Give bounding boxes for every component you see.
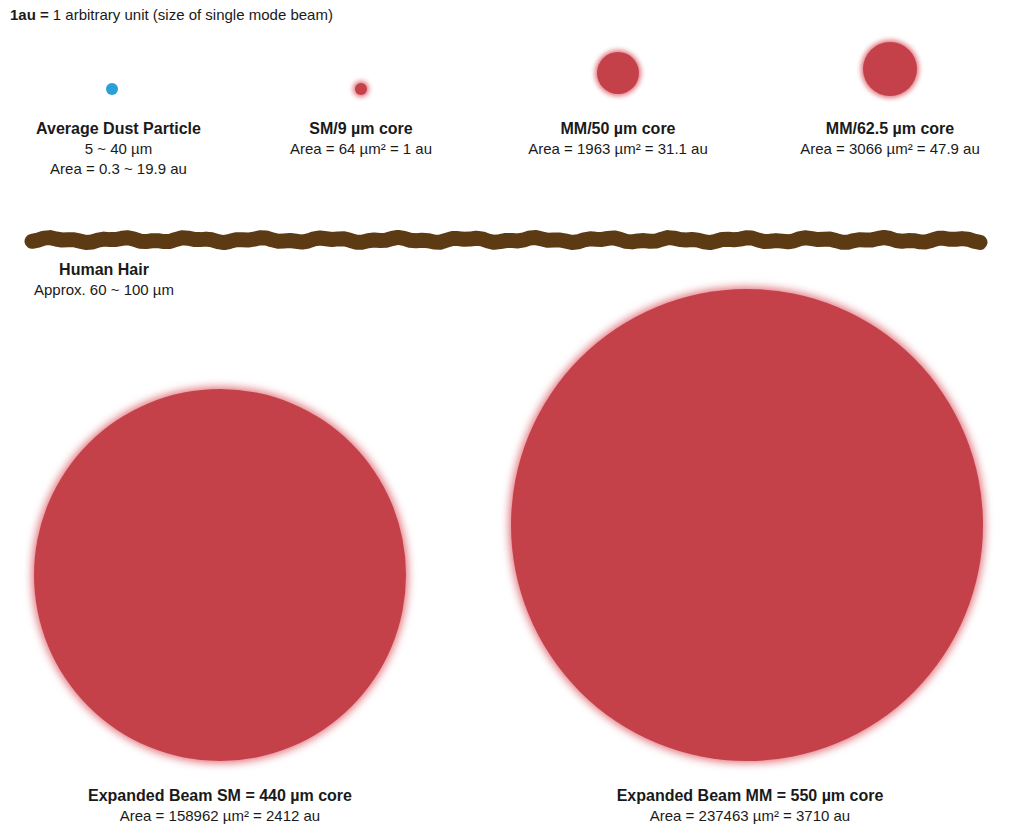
item-size: Area = 3066 µm² = 47.9 au — [770, 139, 1010, 159]
mm50-core: MM/50 µm coreArea = 1963 µm² = 31.1 au — [490, 40, 746, 180]
caption-block: MM/62.5 µm coreArea = 3066 µm² = 47.9 au — [770, 118, 1010, 159]
expanded-beam-sm: Expanded Beam SM = 440 µm coreArea = 158… — [10, 380, 430, 830]
beam-glow — [861, 40, 919, 98]
caption-block: SM/9 µm coreArea = 64 µm² = 1 au — [255, 118, 467, 159]
item-size: Area = 64 µm² = 1 au — [255, 139, 467, 159]
dust-particle: Average Dust Particle5 ~ 40 µmArea = 0.3… — [0, 60, 225, 200]
unit-symbol: 1au = — [10, 6, 49, 23]
mm62-core: MM/62.5 µm coreArea = 3066 µm² = 47.9 au — [770, 35, 1010, 175]
circle-shape — [863, 42, 917, 96]
unit-definition: 1 arbitrary unit (size of single mode be… — [53, 6, 333, 23]
expanded-beam-mm: Expanded Beam MM = 550 µm coreArea = 237… — [500, 285, 1000, 830]
caption-block: Expanded Beam SM = 440 µm coreArea = 158… — [10, 785, 430, 826]
beam-glow — [353, 81, 369, 97]
beam-glow — [32, 387, 408, 763]
circle-shape — [355, 83, 367, 95]
unit-note: 1au =1 arbitrary unit (size of single mo… — [10, 6, 333, 23]
mm50-core-shape — [490, 40, 746, 180]
item-name: MM/62.5 µm core — [770, 118, 1010, 139]
item-size: Area = 1963 µm² = 31.1 au — [490, 139, 746, 159]
item-size: Approx. 60 ~ 100 µm — [6, 280, 202, 300]
human-hair: Human HairApprox. 60 ~ 100 µm — [0, 225, 1000, 305]
beam-glow — [595, 50, 641, 96]
caption-block: Human HairApprox. 60 ~ 100 µm — [6, 259, 202, 300]
item-size: Area = 0.3 ~ 19.9 au — [6, 159, 231, 179]
beam-glow — [509, 287, 985, 763]
circle-shape — [511, 289, 983, 761]
item-name: MM/50 µm core — [490, 118, 746, 139]
expanded-beam-mm-shape — [500, 285, 1000, 830]
expanded-beam-sm-shape — [10, 380, 430, 830]
item-size: Area = 158962 µm² = 2412 au — [10, 806, 430, 826]
item-size: Area = 237463 µm² = 3710 au — [500, 806, 1000, 826]
item-name: Expanded Beam SM = 440 µm core — [10, 785, 430, 806]
item-size: 5 ~ 40 µm — [6, 139, 231, 159]
caption-block: Expanded Beam MM = 550 µm coreArea = 237… — [500, 785, 1000, 826]
hair-band — [32, 237, 980, 242]
caption-block: Average Dust Particle5 ~ 40 µmArea = 0.3… — [6, 118, 231, 179]
item-name: Average Dust Particle — [6, 118, 231, 139]
item-name: Human Hair — [6, 259, 202, 280]
item-name: SM/9 µm core — [255, 118, 467, 139]
circle-shape — [597, 52, 639, 94]
circle-shape — [34, 389, 406, 761]
sm-core: SM/9 µm coreArea = 64 µm² = 1 au — [255, 60, 467, 180]
caption-block: MM/50 µm coreArea = 1963 µm² = 31.1 au — [490, 118, 746, 159]
item-name: Expanded Beam MM = 550 µm core — [500, 785, 1000, 806]
circle-shape — [106, 83, 118, 95]
